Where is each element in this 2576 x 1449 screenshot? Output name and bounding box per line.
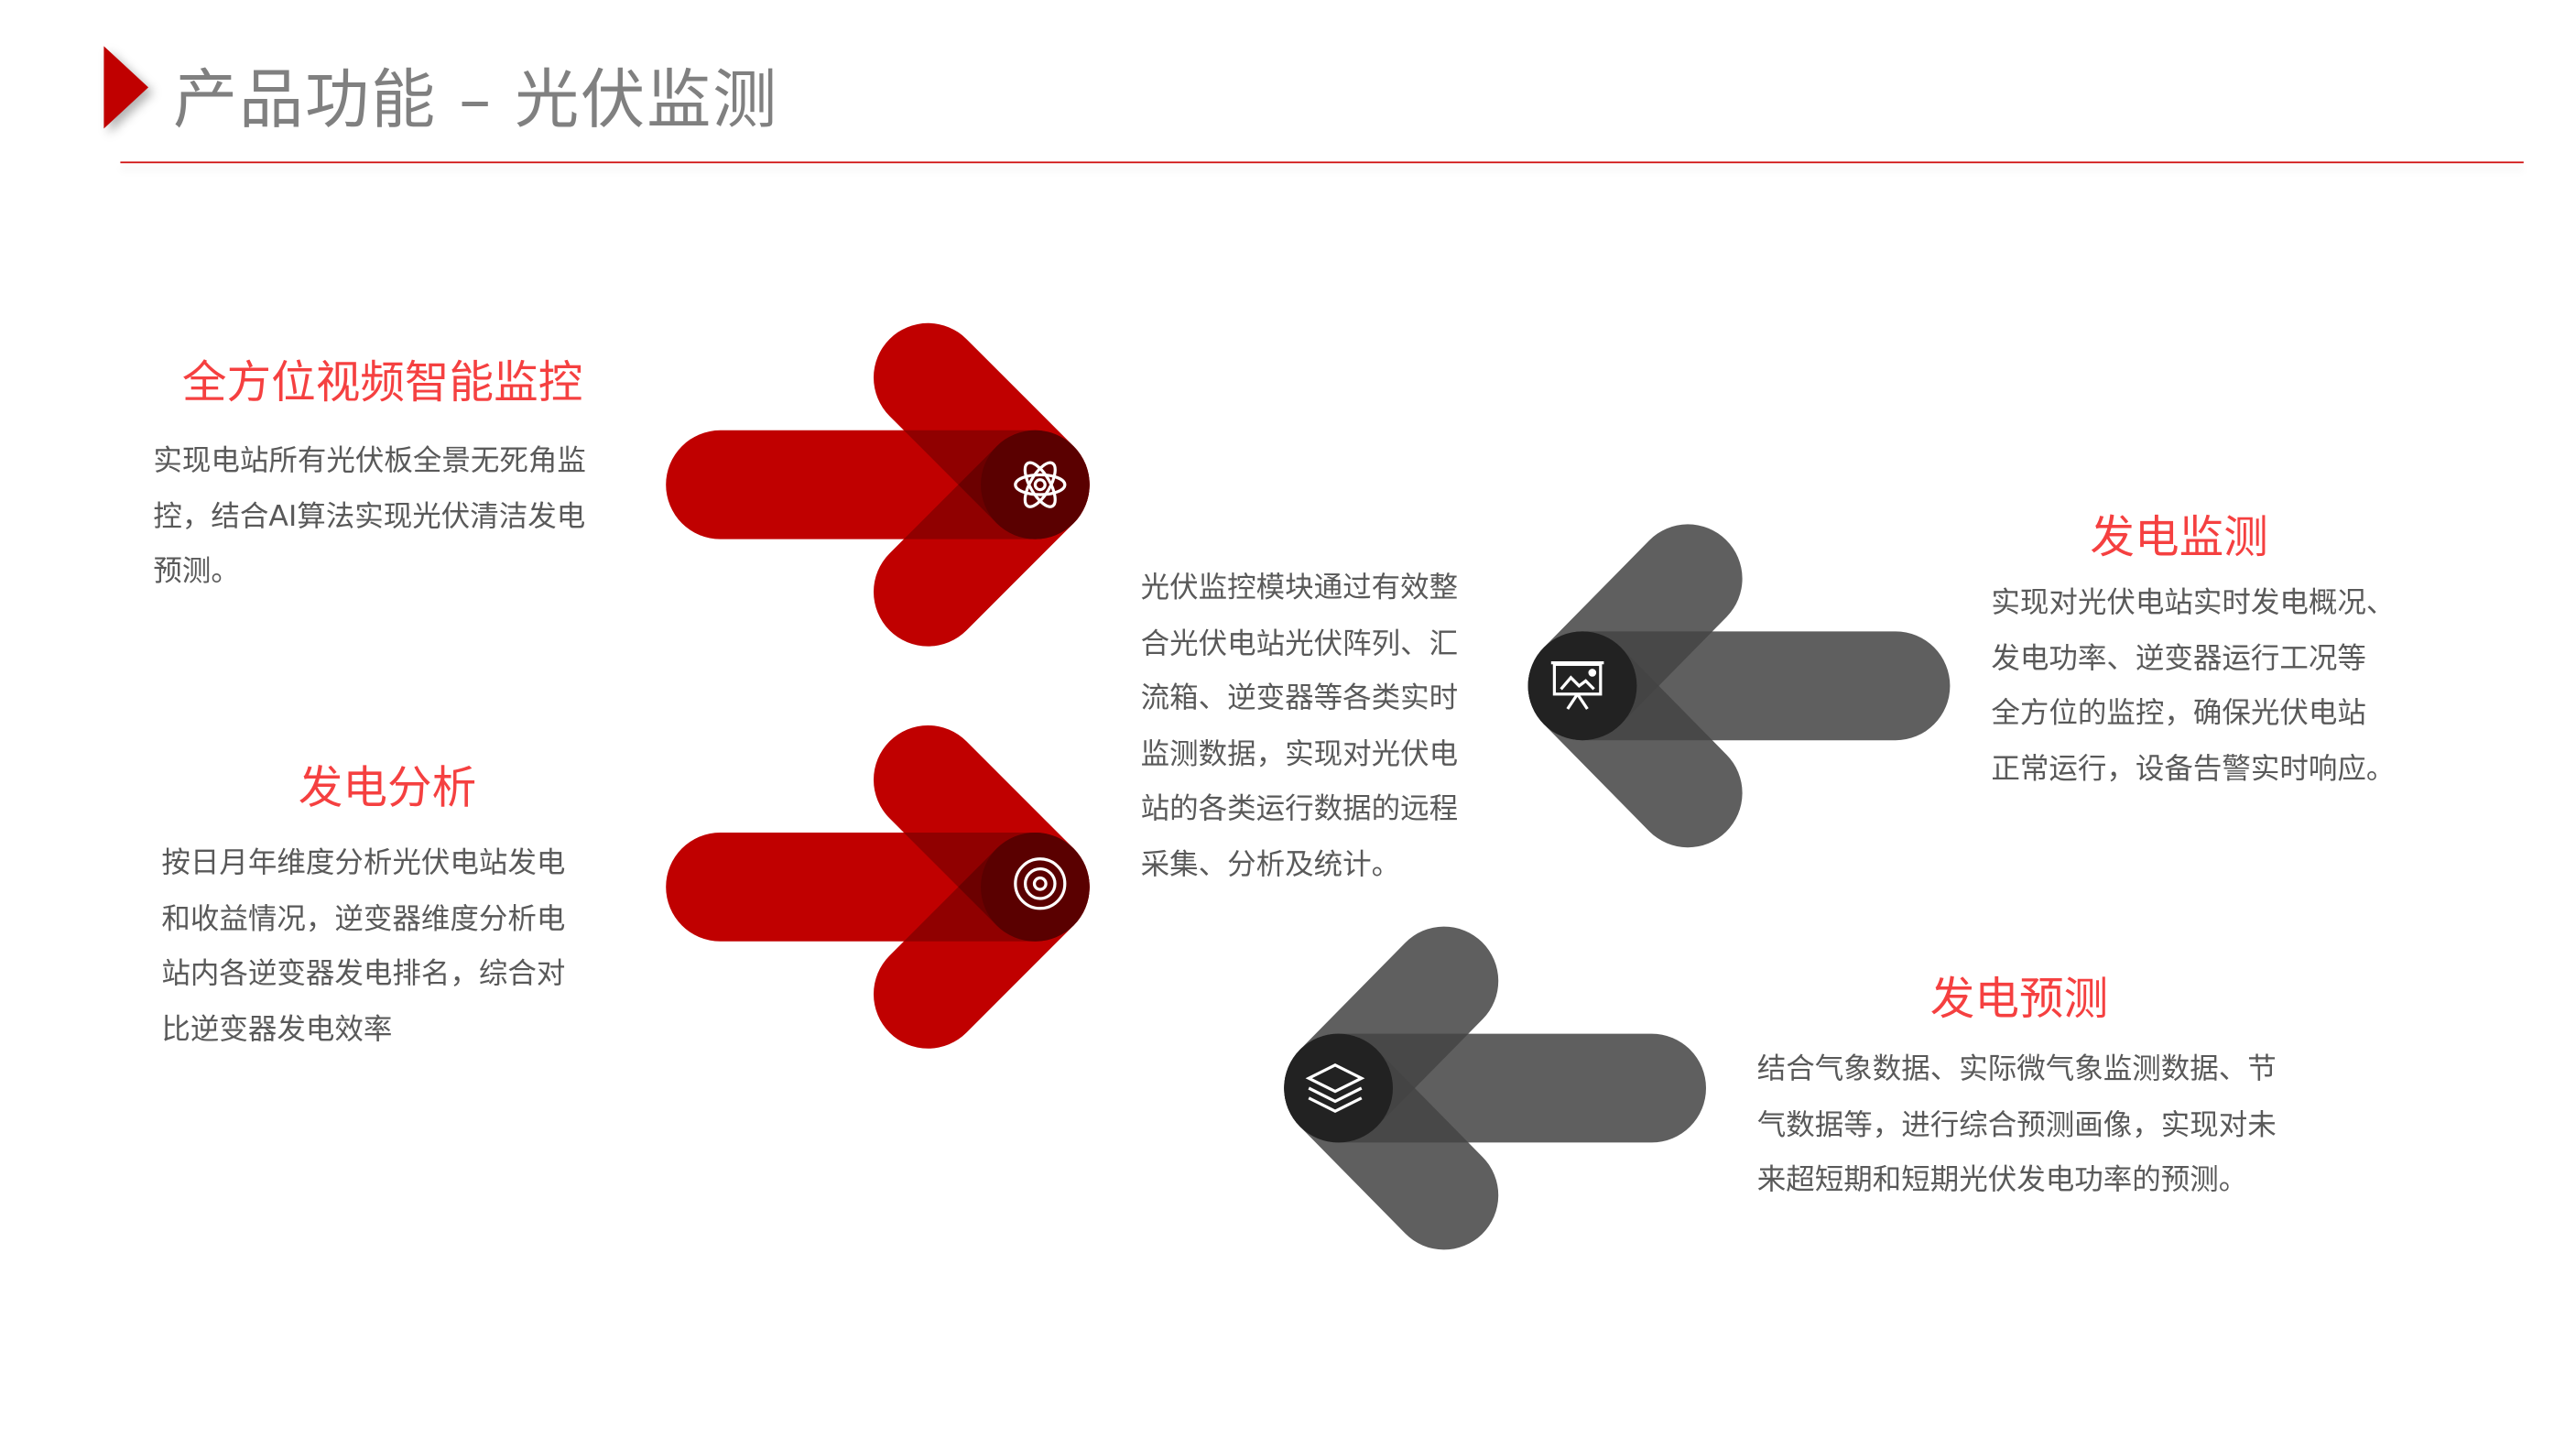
module-summary: 光伏监控模块通过有效整 合光伏电站光伏阵列、汇 流箱、逆变器等各类实时 监测数据…	[1141, 562, 1520, 894]
text-line: 比逆变器发电效率	[161, 1013, 393, 1047]
arrow-power-analysis	[666, 724, 1090, 1049]
layers-icon	[1305, 1062, 1365, 1114]
text-line: 来超短期和短期光伏发电功率的预测。	[1756, 1163, 2248, 1197]
title-flag-icon	[103, 46, 148, 129]
text-line: 气数据等，进行综合预测画像，实现对未	[1756, 1108, 2277, 1142]
text-line: 监测数据，实现对光伏电	[1140, 737, 1459, 771]
text-line: 合光伏电站光伏阵列、汇	[1140, 626, 1459, 660]
text-line: 全方位的监控，确保光伏电站	[1991, 697, 2366, 731]
feature-desc-power-monitoring: 实现对光伏电站实时发电概况、 发电功率、逆变器运行工况等 全方位的监控，确保光伏…	[1991, 577, 2485, 798]
text-line: 流箱、逆变器等各类实时	[1140, 682, 1459, 716]
feature-title-video-monitoring: 全方位视频智能监控	[181, 357, 583, 409]
arrow-power-monitoring	[1527, 524, 1951, 848]
feature-title-power-analysis: 发电分析	[298, 763, 477, 815]
text-line: 正常运行，设备告警实时响应。	[1991, 752, 2396, 786]
feature-desc-power-forecast: 结合气象数据、实际微气象监测数据、节 气数据等，进行综合预测画像，实现对未 来超…	[1757, 1043, 2351, 1209]
feature-title-power-forecast: 发电预测	[1929, 974, 2109, 1026]
feature-desc-video-monitoring: 实现电站所有光伏板全景无死角监 控，结合AI算法实现光伏清洁发电 预测。	[153, 435, 647, 601]
text-line: 站内各逆变器发电排名，综合对	[161, 957, 566, 991]
text-line: 控，结合AI算法实现光伏清洁发电	[153, 500, 586, 534]
text-line: 实现电站所有光伏板全景无死角监	[153, 445, 586, 478]
feature-desc-power-analysis: 按日月年维度分析光伏电站发电 和收益情况，逆变器维度分析电 站内各逆变器发电排名…	[161, 837, 656, 1058]
target-icon	[1014, 857, 1067, 910]
title-divider	[120, 161, 2524, 164]
text-line: 采集、分析及统计。	[1140, 848, 1401, 882]
text-line: 站的各类运行数据的远程	[1140, 792, 1459, 826]
text-line: 光伏监控模块通过有效整	[1140, 572, 1459, 605]
text-line: 预测。	[153, 555, 240, 589]
atom-icon	[1014, 461, 1067, 508]
page-title: 产品功能 – 光伏监测	[173, 64, 779, 139]
text-line: 发电功率、逆变器运行工况等	[1991, 642, 2366, 676]
arrow-video-monitoring	[666, 322, 1090, 647]
text-line: 实现对光伏电站实时发电概况、	[1991, 586, 2396, 620]
feature-title-power-monitoring: 发电监测	[2090, 512, 2268, 564]
text-line: 按日月年维度分析光伏电站发电	[161, 847, 566, 881]
text-line: 和收益情况，逆变器维度分析电	[161, 902, 566, 936]
presentation-board-icon	[1550, 660, 1604, 710]
text-line: 结合气象数据、实际微气象监测数据、节	[1756, 1053, 2277, 1087]
